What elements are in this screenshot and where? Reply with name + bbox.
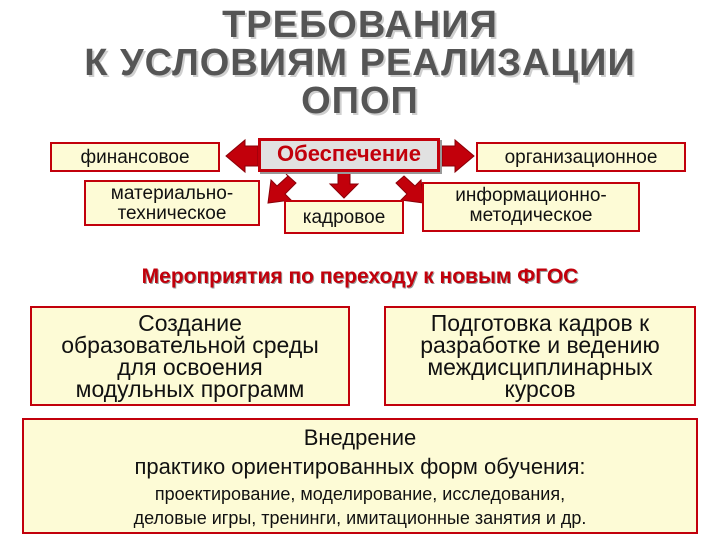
- measures-heading: Мероприятия по переходу к новым ФГОС: [141, 265, 579, 288]
- box-information-line-2: методическое: [469, 205, 593, 226]
- measure-right-line-2: разработке и ведению: [420, 332, 660, 358]
- measure-bottom-line-2: практико ориентированных форм обучения:: [134, 454, 586, 479]
- box-organizational-label: организационное: [504, 147, 658, 168]
- arrow-down-icon: [328, 171, 360, 199]
- measure-right-line-1: Подготовка кадров к: [430, 310, 650, 336]
- measure-implementation: Внедрение практико ориентированных форм …: [22, 418, 698, 534]
- measure-left-line-4: модульных программ: [75, 376, 305, 402]
- arrow-right-icon: [441, 138, 475, 174]
- measure-left-line-3: для освоения: [117, 354, 263, 380]
- arrow-down-left-icon: [267, 173, 297, 204]
- measure-right-line-3: междисциплинарных: [427, 354, 653, 380]
- measure-create-environment: Создание образовательной среды для освое…: [30, 306, 350, 406]
- measure-bottom-line-4: деловые игры, тренинги, имитационные зан…: [133, 508, 587, 528]
- measure-left-line-2: образовательной среды: [61, 332, 319, 358]
- box-personnel-label: кадровое: [302, 207, 386, 228]
- measure-train-staff: Подготовка кадров к разработке и ведению…: [384, 306, 696, 406]
- page-title-line-1: ТРЕБОВАНИЯ: [222, 4, 498, 46]
- box-provision-center: Обеспечение: [258, 138, 440, 172]
- box-organizational: организационное: [476, 142, 686, 172]
- box-information-line-1: информационно-: [455, 185, 607, 206]
- box-financial: финансовое: [50, 142, 220, 172]
- box-financial-label: финансовое: [80, 147, 190, 168]
- box-material-line-2: техническое: [117, 203, 227, 224]
- page-title-line-3: ОПОП: [301, 80, 419, 122]
- box-material: материально- техническое: [84, 180, 260, 226]
- arrow-left-icon: [225, 138, 259, 174]
- arrow-down-right-icon: [395, 175, 425, 204]
- measure-right-line-4: курсов: [504, 376, 576, 402]
- measure-left-line-1: Создание: [138, 310, 242, 336]
- box-information: информационно- методическое: [422, 182, 640, 232]
- box-provision-label: Обеспечение: [277, 141, 421, 166]
- box-material-line-1: материально-: [110, 183, 234, 204]
- box-personnel: кадровое: [284, 200, 404, 234]
- page-title-line-2: К УСЛОВИЯМ РЕАЛИЗАЦИИ: [84, 42, 636, 84]
- measure-bottom-line-1: Внедрение: [303, 425, 417, 450]
- measure-bottom-line-3: проектирование, моделирование, исследова…: [154, 484, 566, 504]
